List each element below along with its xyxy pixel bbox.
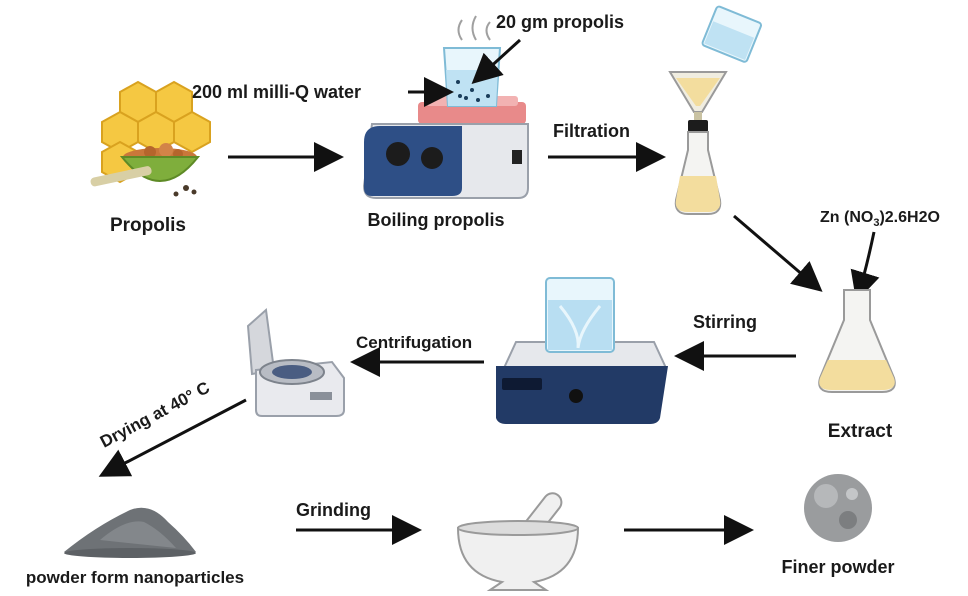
- arrow-zinc-to-flask: [850, 231, 880, 302]
- mortar-pestle-icon: [456, 492, 580, 591]
- grinding-label: Grinding: [296, 500, 371, 520]
- centrifuge-icon: [246, 308, 345, 417]
- arrow-filtration-to-extract: [733, 214, 823, 292]
- propolis-amount-label: 20 gm propolis: [496, 12, 624, 32]
- water-label: 200 ml milli-Q water: [192, 82, 361, 102]
- boiling-beaker-icon: [442, 15, 502, 107]
- arrow-propolis-amount-to-beaker: [471, 38, 522, 85]
- powder-nanoparticles-label: powder form nanoparticles: [26, 568, 244, 587]
- drying-label: Drying at 40° C: [97, 378, 213, 452]
- finer-powder-label: Finer powder: [781, 557, 894, 577]
- propolis-icon: [90, 80, 211, 197]
- hotplate-icon: [362, 96, 529, 199]
- filtration-icon: [668, 5, 762, 215]
- zinc-reagent-label: Zn (NO3)2.6H2O: [820, 209, 940, 229]
- centrifugation-label: Centrifugation: [356, 333, 472, 352]
- finer-powder-icon: [804, 474, 872, 542]
- nanoparticle-powder-icon: [64, 507, 196, 558]
- arrow-centrifuge-to-powder: [98, 398, 247, 477]
- extract-label: Extract: [828, 421, 893, 442]
- boiling-label: Boiling propolis: [368, 210, 505, 230]
- stirring-label: Stirring: [693, 312, 757, 332]
- extract-flask-icon: [818, 289, 896, 393]
- magnetic-stirrer-icon: [496, 277, 668, 424]
- filtration-label: Filtration: [553, 121, 630, 141]
- propolis-label: Propolis: [110, 215, 186, 236]
